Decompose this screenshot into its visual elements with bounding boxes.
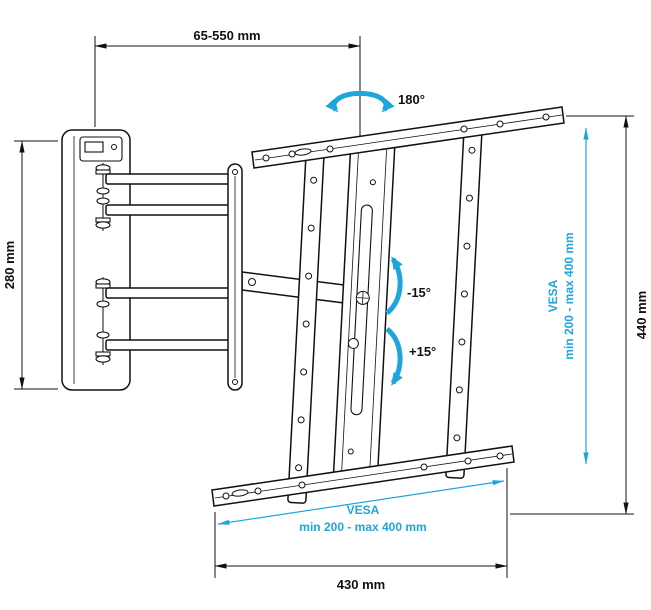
tilt-lock-screw — [355, 290, 370, 305]
plate-height-dimension: 280 mm — [2, 140, 58, 390]
tilt-plus-label: +15° — [409, 344, 436, 359]
tilt-up-arrow-icon — [385, 256, 403, 315]
vesa-vertical-range-label: min 200 - max 400 mm — [562, 232, 576, 359]
vesa-vertical-title-label: VESA — [546, 279, 560, 312]
plate-height-label: 280 mm — [2, 241, 17, 289]
bracket-right-rail — [445, 125, 483, 479]
bracket-left-rail — [287, 149, 325, 504]
swivel-arrow-icon — [325, 90, 395, 113]
tilt-down-arrow-icon — [385, 327, 403, 386]
adjustment-slot — [350, 204, 373, 416]
swivel-rotation-indicator: 180° — [325, 90, 425, 113]
bracket-width-label: 430 mm — [337, 577, 385, 592]
bracket-height-label: 440 mm — [634, 291, 649, 339]
mounting-holes — [295, 176, 318, 472]
wall-plate — [61, 129, 131, 391]
tilt-minus-label: -15° — [407, 285, 431, 300]
bracket-link-arm — [241, 271, 353, 305]
tilt-range-indicator: -15° +15° — [385, 256, 436, 386]
bracket-width-dimension: 430 mm — [214, 468, 508, 592]
extension-range-label: 65-550 mm — [193, 28, 260, 43]
top-rail-holes — [262, 113, 550, 162]
vesa-horizontal-range-label: min 200 - max 400 mm — [299, 520, 426, 534]
mounting-holes — [453, 146, 476, 442]
lower-hinge-bolts — [95, 277, 111, 365]
upper-hinge-bolts — [95, 163, 111, 231]
vesa-horizontal-title-label: VESA — [347, 503, 380, 517]
vesa-vertical-dimension: VESA min 200 - max 400 mm — [546, 127, 589, 465]
articulating-arm — [105, 163, 353, 391]
vesa-bracket — [211, 106, 565, 507]
bracket-center-column — [332, 143, 396, 483]
swivel-angle-label: 180° — [398, 92, 425, 107]
bracket-height-dimension: 440 mm — [510, 115, 649, 515]
vesa-horizontal-dimension: VESA min 200 - max 400 mm — [217, 480, 505, 534]
extension-range-dimension: 65-550 mm — [94, 28, 361, 137]
